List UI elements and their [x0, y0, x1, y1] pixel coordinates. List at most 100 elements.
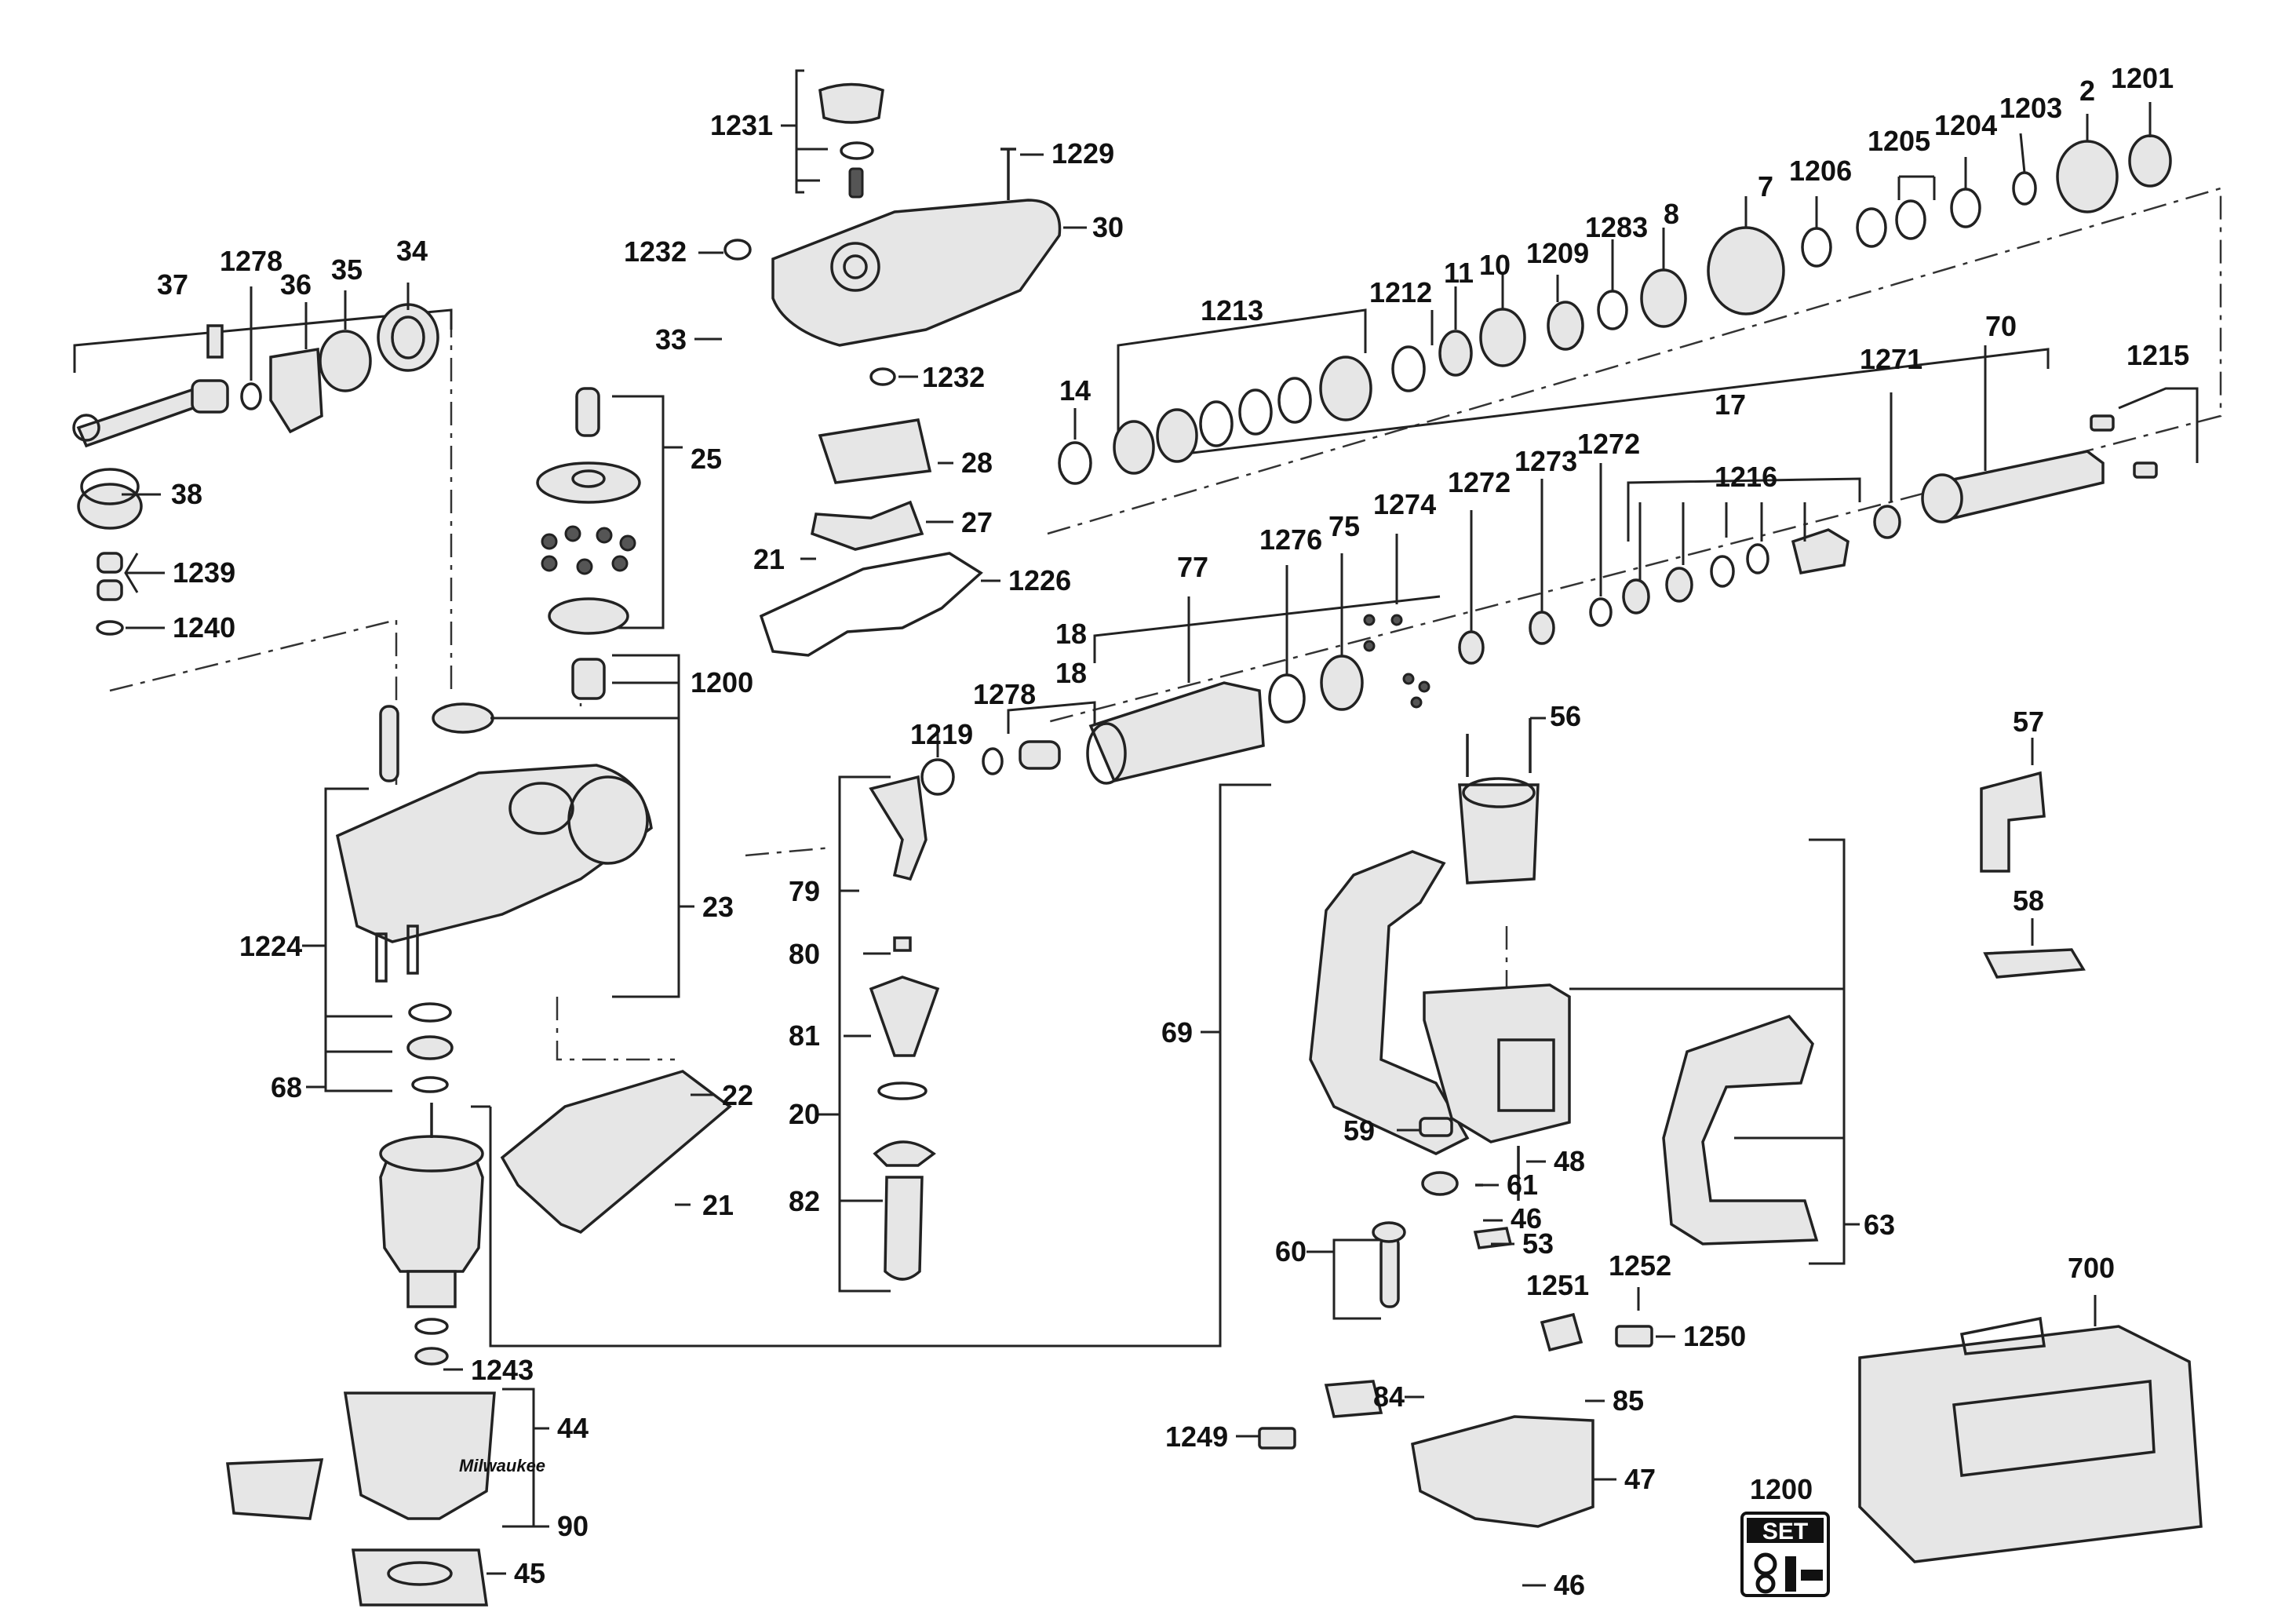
- part-labels: 1231 1229 30 1232 33 1232 28 27 21 1226 …: [157, 62, 2189, 1601]
- label-25: 25: [691, 443, 722, 475]
- label-38: 38: [171, 478, 202, 510]
- label-1219: 1219: [910, 718, 973, 750]
- label-20: 20: [789, 1098, 820, 1130]
- side-handle-grip: [884, 1176, 924, 1281]
- label-1229: 1229: [1051, 137, 1114, 170]
- label-82: 82: [789, 1185, 820, 1217]
- label-1273: 1273: [1514, 445, 1577, 477]
- label-33: 33: [655, 323, 687, 356]
- label-84: 84: [1373, 1380, 1405, 1413]
- label-68: 68: [271, 1071, 302, 1103]
- label-1216: 1216: [1715, 461, 1777, 493]
- label-46-a: 46: [1511, 1202, 1542, 1235]
- label-1239: 1239: [173, 556, 235, 589]
- label-1203: 1203: [1999, 92, 2062, 124]
- brand-mark: Milwaukee: [459, 1456, 545, 1475]
- label-7: 7: [1758, 170, 1773, 202]
- label-1272-b: 1272: [1577, 428, 1640, 460]
- carrying-case: [1858, 1325, 2203, 1563]
- label-48: 48: [1554, 1145, 1585, 1177]
- label-63: 63: [1864, 1209, 1895, 1241]
- label-57: 57: [2013, 706, 2044, 738]
- label-30: 30: [1092, 211, 1124, 243]
- main-housing: [1309, 850, 1470, 1155]
- label-1250: 1250: [1683, 1320, 1746, 1352]
- label-1278-a: 1278: [220, 245, 282, 277]
- brush-housing: [1411, 1415, 1594, 1528]
- label-1283: 1283: [1585, 211, 1648, 243]
- label-85: 85: [1613, 1384, 1644, 1417]
- label-17: 17: [1715, 388, 1746, 421]
- label-21-b: 21: [702, 1189, 734, 1221]
- label-69: 69: [1161, 1016, 1193, 1049]
- cover-22: [500, 1070, 732, 1235]
- label-27: 27: [961, 506, 993, 538]
- label-80: 80: [789, 938, 820, 970]
- label-90: 90: [557, 1510, 589, 1542]
- label-1274: 1274: [1373, 488, 1436, 520]
- spindle-barrel: [1088, 681, 1265, 783]
- motor-housing: [343, 1391, 496, 1520]
- label-1201: 1201: [2111, 62, 2174, 94]
- selector-knob: [818, 82, 884, 124]
- label-1243: 1243: [471, 1354, 534, 1386]
- label-28: 28: [961, 447, 993, 479]
- label-10: 10: [1479, 249, 1511, 281]
- rear-handle: [1662, 1014, 1819, 1246]
- label-18-a: 18: [1055, 657, 1087, 689]
- label-1206: 1206: [1789, 155, 1852, 187]
- label-56: 56: [1550, 700, 1581, 732]
- label-1276: 1276: [1259, 523, 1322, 556]
- label-14: 14: [1059, 374, 1091, 407]
- label-1209: 1209: [1526, 237, 1589, 269]
- label-34: 34: [396, 235, 428, 267]
- label-18-b: 18: [1055, 618, 1087, 650]
- label-75: 75: [1328, 510, 1360, 542]
- label-1231: 1231: [710, 109, 773, 141]
- crank-arm: [76, 386, 206, 448]
- label-47: 47: [1624, 1463, 1656, 1495]
- label-1272-a: 1272: [1448, 466, 1511, 498]
- label-11: 11: [1444, 257, 1474, 289]
- gearbox-cover: [771, 199, 1062, 347]
- label-36: 36: [280, 268, 312, 301]
- leader-lines: [122, 102, 2152, 1587]
- label-1224: 1224: [239, 930, 302, 962]
- gear: [77, 483, 143, 530]
- gasket: [759, 552, 983, 657]
- label-53: 53: [1522, 1227, 1554, 1260]
- label-1251: 1251: [1526, 1269, 1589, 1301]
- label-1232-b: 1232: [922, 361, 985, 393]
- label-22: 22: [722, 1079, 753, 1111]
- label-23: 23: [702, 891, 734, 923]
- label-1213: 1213: [1201, 294, 1263, 326]
- label-70: 70: [1985, 310, 2017, 342]
- label-1271: 1271: [1860, 343, 1922, 375]
- svg-text:SET: SET: [1762, 1519, 1808, 1545]
- group-brackets: [73, 69, 2199, 1528]
- label-59: 59: [1343, 1114, 1375, 1147]
- label-1249: 1249: [1165, 1421, 1228, 1453]
- label-1212: 1212: [1369, 276, 1432, 308]
- label-1278-b: 1278: [973, 678, 1036, 710]
- label-60: 60: [1275, 1235, 1307, 1267]
- label-700: 700: [2068, 1252, 2115, 1284]
- label-1200-b: 1200: [1750, 1473, 1813, 1505]
- label-8: 8: [1664, 198, 1679, 230]
- label-46-b: 46: [1554, 1569, 1585, 1601]
- label-61: 61: [1507, 1169, 1538, 1201]
- label-1226: 1226: [1008, 564, 1071, 596]
- label-77: 77: [1177, 551, 1208, 583]
- label-79: 79: [789, 875, 820, 907]
- label-35: 35: [331, 253, 363, 286]
- label-21-a: 21: [753, 543, 785, 575]
- label-45: 45: [514, 1557, 545, 1589]
- label-58: 58: [2013, 884, 2044, 917]
- label-1200-a: 1200: [691, 666, 753, 698]
- label-1232-a: 1232: [624, 235, 687, 268]
- label-2: 2: [2079, 75, 2095, 107]
- parts: Milwaukee: [72, 82, 2203, 1607]
- label-1215: 1215: [2127, 339, 2189, 371]
- label-1204: 1204: [1934, 109, 1997, 141]
